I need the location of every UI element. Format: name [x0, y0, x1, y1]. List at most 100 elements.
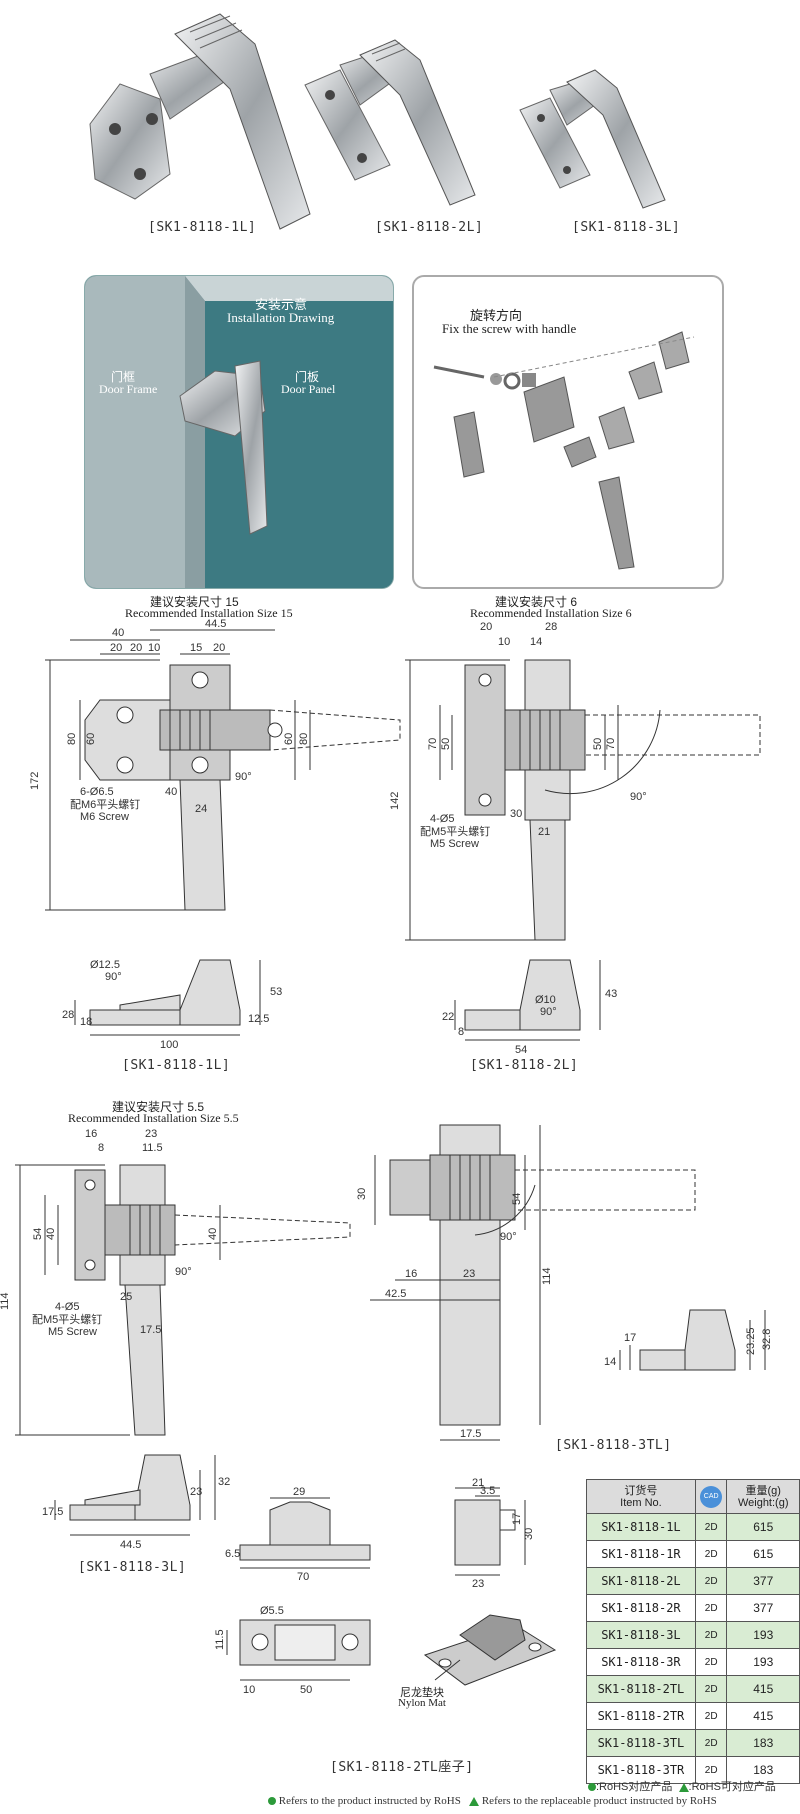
d3-dim-23: 23 [145, 1128, 157, 1140]
d3-rec-cn: 建议安装尺寸 5.5 [112, 1100, 205, 1114]
product-photo-3 [519, 69, 666, 209]
rotation-en: Fix the screw with handle [442, 321, 577, 336]
d2-dim-70l: 70 [427, 738, 439, 750]
row-cad[interactable]: 2D [694, 1567, 728, 1595]
d3-dim-115: 11.5 [142, 1142, 163, 1154]
installation-drawing-panel: 安装示意 Installation Drawing 门框 Door Frame … [84, 275, 394, 589]
d1-dim-20b: 20 [130, 642, 142, 654]
d1-dim-40: 40 [112, 627, 124, 639]
d5-dim-10: 10 [243, 1684, 255, 1696]
row-cad[interactable]: 2D [694, 1621, 728, 1649]
d3-holes: 4-Ø5 [55, 1301, 79, 1313]
row-cad[interactable]: 2D [694, 1513, 728, 1541]
d5-dim-23: 23 [472, 1578, 484, 1590]
d1-side-125: 12.5 [248, 1013, 269, 1025]
row-item: SK1-8118-3R [586, 1648, 696, 1676]
d5-dim-35: 3.5 [480, 1485, 495, 1497]
row-item: SK1-8118-2L [586, 1567, 696, 1595]
d1-dim-15: 15 [190, 642, 202, 654]
row-cad[interactable]: 2D [694, 1702, 728, 1730]
d1-dim-24: 24 [195, 803, 207, 815]
spec-table: 订货号 Item No. CAD 重量(g) Weight:(g) SK1-81… [586, 1479, 800, 1784]
th-weight-en: Weight:(g) [737, 1496, 789, 1509]
product-photo-1 [89, 13, 311, 230]
d2-dim-20: 20 [480, 621, 492, 633]
rotation-panel: 旋转方向 Fix the screw with handle [412, 275, 724, 589]
product-photo-2 [304, 39, 476, 206]
d2-dim-50r: 50 [592, 738, 604, 750]
legend-l2-cn: :RoHS可对应产品 [688, 1781, 776, 1793]
drawing-5-front: 29 6.5 70 [225, 1486, 371, 1583]
d3-side-445: 44.5 [120, 1539, 141, 1551]
d5-dim-29: 29 [293, 1486, 305, 1498]
d1-dim-20c: 20 [213, 642, 225, 654]
product-caption-2: [SK1-8118-2L] [375, 220, 484, 235]
d1-dim-445: 44.5 [205, 618, 226, 630]
install-title-en: Installation Drawing [227, 310, 335, 325]
d2-dim-70r: 70 [605, 738, 617, 750]
legend-cn: :RoHS对应产品 :RoHS可对应产品 [588, 1778, 776, 1794]
d5-dim-d55: Ø5.5 [260, 1605, 284, 1617]
d4-dim-114: 114 [541, 1267, 553, 1285]
d2-caption: [SK1-8118-2L] [470, 1058, 579, 1073]
row-cad[interactable]: 2D [694, 1594, 728, 1622]
d4-dim-16: 16 [405, 1268, 417, 1280]
row-item: SK1-8118-1R [586, 1540, 696, 1568]
drawing-3-side: 17.5 44.5 23 32 [42, 1454, 230, 1551]
door-panel-en: Door Panel [281, 382, 336, 396]
row-cad[interactable]: 2D [694, 1540, 728, 1568]
drawing-1-front: 40 44.5 20 20 10 15 20 172 80 60 60 80 4… [29, 618, 401, 911]
d2-dim-50l: 50 [440, 738, 452, 750]
row-cad[interactable]: 2D [694, 1729, 728, 1757]
drawing-5-side: 21 3.5 17 30 23 [454, 1477, 535, 1590]
d1-angle: 90° [235, 771, 252, 783]
row-item: SK1-8118-3TR [586, 1756, 696, 1784]
th-weight: 重量(g) Weight:(g) [726, 1479, 800, 1514]
cad-icon: CAD [700, 1485, 723, 1508]
d2-dim-142: 142 [389, 792, 401, 810]
d4-side-17: 17 [624, 1332, 636, 1344]
row-cad[interactable]: 2D [694, 1675, 728, 1703]
d3-dim-114: 114 [0, 1292, 11, 1310]
d2-side-angle: 90° [540, 1006, 557, 1018]
d4-dim-30: 30 [356, 1188, 368, 1200]
door-frame-cn: 门框 [111, 370, 136, 384]
d1-dim-172: 172 [29, 772, 41, 790]
d3-caption: [SK1-8118-3L] [78, 1560, 187, 1575]
d2-side-54: 54 [515, 1044, 527, 1056]
row-weight: 193 [726, 1648, 800, 1676]
row-item: SK1-8118-2TR [586, 1702, 696, 1730]
d5-caption: [SK1-8118-2TL座子] [330, 1760, 474, 1775]
d3-dim-25: 25 [120, 1291, 132, 1303]
d3-dim-16: 16 [85, 1128, 97, 1140]
d1-holes: 6-Ø6.5 [80, 786, 114, 798]
row-weight: 615 [726, 1540, 800, 1568]
d5-dim-21: 21 [472, 1477, 484, 1489]
d4-dim-175: 17.5 [460, 1428, 481, 1440]
row-cad[interactable]: 2D [694, 1648, 728, 1676]
d3-side-23: 23 [190, 1486, 202, 1498]
drawing-1-side: Ø12.5 90° 28 18 100 53 12.5 [62, 959, 282, 1051]
drawing-4-side: 14 17 23.25 32.8 [604, 1309, 773, 1371]
th-item: 订货号 Item No. [586, 1479, 696, 1514]
d5-dim-70: 70 [297, 1571, 309, 1583]
rohs-dot-icon [588, 1783, 596, 1792]
row-item: SK1-8118-1L [586, 1513, 696, 1541]
rohs-triangle-icon [469, 1796, 480, 1806]
legend-en: Refers to the product instructed by RoHS… [268, 1795, 717, 1807]
drawing-4-front: 30 54 114 16 23 42.5 17.5 90° [356, 1124, 696, 1441]
d2-side-22: 22 [442, 1011, 454, 1023]
drawing-5-iso [423, 1614, 557, 1686]
d5-dim-115: 11.5 [214, 1629, 226, 1650]
d3-dim-40l: 40 [45, 1228, 57, 1240]
d1-caption: [SK1-8118-1L] [122, 1058, 231, 1073]
exploded-view [433, 331, 695, 570]
d3-dim-40r: 40 [207, 1228, 219, 1240]
